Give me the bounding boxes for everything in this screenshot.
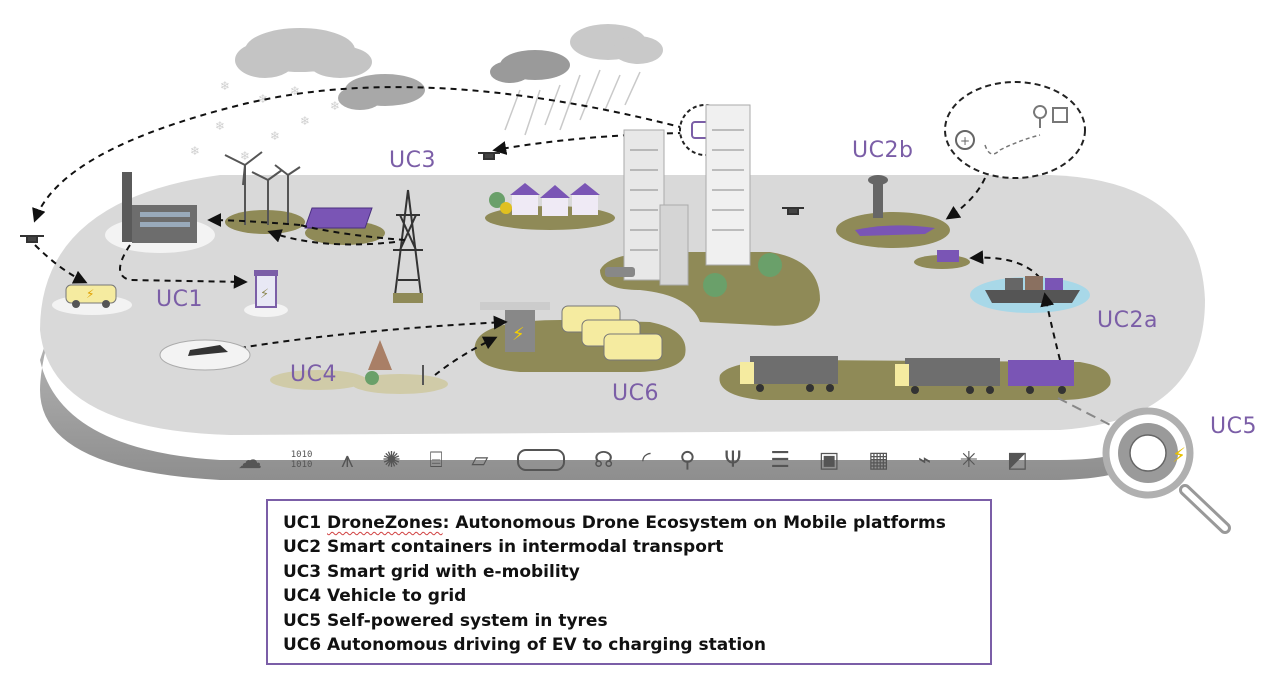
svg-text:❄: ❄: [270, 129, 280, 143]
legend-item-uc1: UC1 DroneZones: Autonomous Drone Ecosyst…: [283, 511, 990, 535]
svg-text:❄: ❄: [240, 149, 250, 163]
cloud-light-center: [570, 24, 663, 64]
svg-text:⚡: ⚡: [1172, 443, 1186, 467]
cloud-dark-center: [490, 50, 570, 83]
usb-icon: Ψ: [724, 447, 742, 473]
wind-turbines: [224, 151, 305, 234]
legend-code: UC1: [283, 513, 322, 533]
park-area: [270, 340, 448, 394]
svg-text:❄: ❄: [290, 84, 300, 98]
legend-item-uc2: UC2 Smart containers in intermodal trans…: [283, 537, 724, 558]
svg-text:❄: ❄: [330, 99, 340, 113]
scooter-to-hub-path: [434, 336, 498, 376]
charging-cable-icon: ⌁: [917, 447, 932, 473]
server-rack-icon: ☰: [770, 447, 791, 473]
snowmobile: [159, 339, 251, 371]
legend-item-uc3: UC3 Smart grid with e-mobility: [283, 561, 580, 582]
svg-text:⚡: ⚡: [512, 324, 525, 345]
label-uc4: UC4: [290, 362, 337, 387]
ai-brain-icon: ☊: [593, 447, 614, 473]
legend-item-uc4: UC4 Vehicle to grid: [283, 586, 467, 607]
label-uc3: UC3: [389, 148, 436, 173]
svg-text:⚡: ⚡: [260, 287, 269, 302]
snowflakes: ❄ ❄ ❄ ❄ ❄ ❄ ❄ ❄ ❄: [190, 79, 340, 163]
charging-hub: ⚡: [474, 302, 686, 372]
airport: [836, 175, 970, 269]
label-uc2a: UC2a: [1097, 308, 1158, 333]
svg-text:❄: ❄: [258, 92, 268, 106]
logistics-path: [945, 177, 986, 220]
svg-text:❄: ❄: [215, 119, 225, 133]
label-uc2b: UC2b: [852, 138, 914, 163]
antenna-icon: ✳: [959, 447, 979, 473]
energy-flow-path: [210, 220, 406, 241]
truck-road: [719, 356, 1111, 400]
power-pylon: [393, 189, 423, 303]
surveillance-camera-icon: ◩: [1006, 447, 1028, 473]
rain: [504, 69, 641, 136]
snowmobile-to-hub-path: [239, 315, 508, 349]
logistics-bubble: +: [944, 81, 1086, 179]
radio-tower-icon: ⩚: [341, 447, 354, 473]
microchip-icon: ▣: [818, 447, 840, 473]
svg-text:+: +: [960, 134, 970, 148]
label-uc1: UC1: [156, 287, 203, 312]
charging-station-small: ⚡: [244, 270, 288, 317]
map-icon: ▱: [471, 447, 489, 473]
factory-cluster: [105, 172, 215, 253]
legend-description: : Autonomous Drone Ecosystem on Mobile p…: [442, 513, 946, 533]
svg-text:❄: ❄: [220, 79, 230, 93]
label-uc6: UC6: [612, 381, 659, 406]
houses: [485, 183, 615, 230]
svg-text:❄: ❄: [190, 144, 200, 158]
svg-text:⚡: ⚡: [86, 287, 94, 301]
container-ship: [970, 276, 1090, 313]
legend-item-uc6: UC6 Autonomous driving of EV to charging…: [283, 635, 766, 656]
cloud-computing-icon: ☁: [238, 446, 262, 474]
iot-network-icon: ✺: [382, 447, 401, 473]
magnifier: ⚡: [1057, 397, 1231, 534]
svg-text:❄: ❄: [300, 114, 310, 128]
vr-headset-icon: [517, 449, 566, 471]
location-pin-icon: ⚲: [679, 447, 696, 473]
legend-item-uc5: UC5 Self-powered system in tyres: [283, 610, 608, 631]
electric-van: ⚡: [52, 284, 132, 315]
cloud-cluster-left: [235, 28, 372, 78]
drone-icon: [20, 152, 804, 243]
truck-to-ship-path: [1040, 292, 1061, 361]
drone-to-van-path: [34, 244, 88, 284]
legend-name: DroneZones: [327, 513, 443, 533]
use-case-legend: UC1 DroneZones: Autonomous Drone Ecosyst…: [266, 499, 992, 665]
solar-panel-icon: ▦: [868, 447, 890, 473]
port-to-airport-path: [969, 250, 1041, 279]
energy-flow-path-2: [267, 229, 396, 246]
drone-route-path: [32, 86, 685, 223]
label-uc5: UC5: [1210, 414, 1257, 439]
wireless-signal-icon: ◜: [642, 447, 651, 473]
router-icon: ⌸: [429, 447, 443, 473]
city-district: [600, 104, 820, 326]
cloud-dark-left: [338, 74, 425, 110]
